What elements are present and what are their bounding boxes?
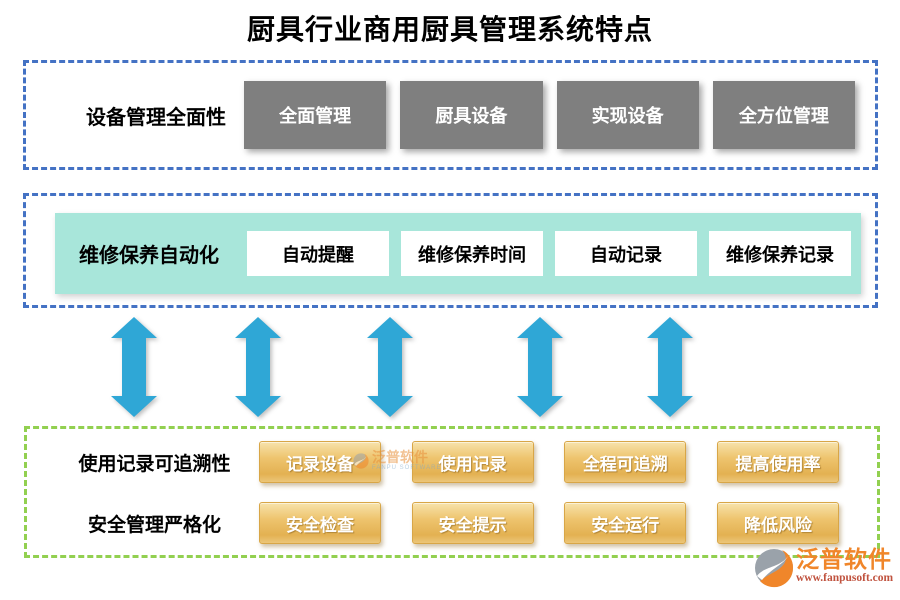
fanpu-brand-footer: 泛普软件 www.fanpusoft.com xyxy=(754,548,893,593)
section-label-equipment: 设备管理全面性 xyxy=(86,106,226,129)
usage-item-2: 使用记录 xyxy=(411,441,534,483)
brand-name-text: 泛普软件 xyxy=(796,546,892,572)
equipment-item-3: 实现设备 xyxy=(556,81,699,149)
double-arrow-icon xyxy=(647,317,693,417)
fanpu-logo-icon xyxy=(754,548,794,593)
maintenance-item-1: 自动提醒 xyxy=(247,231,389,276)
safety-item-2: 安全提示 xyxy=(411,502,534,544)
section-usage-safety: 使用记录可追溯性 记录设备 使用记录 全程可追溯 提高使用率 安全管理严格化 安… xyxy=(24,426,880,558)
double-arrow-icon xyxy=(367,317,413,417)
section-equipment-management: 设备管理全面性 全面管理 厨具设备 实现设备 全方位管理 xyxy=(23,60,878,170)
watermark-fanpu: 泛普软件 FANPU SOFTWARE xyxy=(353,450,441,471)
page-title: 厨具行业商用厨具管理系统特点 xyxy=(246,14,653,45)
maintenance-items-row: 自动提醒 维修保养时间 自动记录 维修保养记录 xyxy=(247,231,851,276)
brand-url-text: www.fanpusoft.com xyxy=(796,572,894,584)
maintenance-item-2: 维修保养时间 xyxy=(401,231,543,276)
safety-row: 安全管理严格化 安全检查 安全提示 安全运行 降低风险 xyxy=(27,502,877,544)
section-maintenance-automation: 维修保养自动化 自动提醒 维修保养时间 自动记录 维修保养记录 xyxy=(23,193,878,308)
equipment-items-row: 全面管理 厨具设备 实现设备 全方位管理 xyxy=(244,81,855,149)
safety-items-row: 安全检查 安全提示 安全运行 降低风险 xyxy=(259,502,839,544)
section-label-safety: 安全管理严格化 xyxy=(87,514,221,536)
double-arrow-icon xyxy=(111,317,157,417)
maintenance-item-3: 自动记录 xyxy=(555,231,697,276)
safety-item-3: 安全运行 xyxy=(564,502,687,544)
usage-item-3: 全程可追溯 xyxy=(564,441,687,483)
double-arrow-icon xyxy=(517,317,563,417)
fanpu-logo-icon xyxy=(353,452,369,469)
usage-item-4: 提高使用率 xyxy=(716,441,839,483)
usage-items-row: 记录设备 使用记录 全程可追溯 提高使用率 xyxy=(259,441,839,483)
equipment-item-2: 厨具设备 xyxy=(400,81,543,149)
maintenance-item-4: 维修保养记录 xyxy=(709,231,851,276)
usage-row: 使用记录可追溯性 记录设备 使用记录 全程可追溯 提高使用率 xyxy=(27,441,877,483)
watermark-sub-text: FANPU SOFTWARE xyxy=(372,465,442,471)
safety-item-4: 降低风险 xyxy=(716,502,839,544)
safety-item-1: 安全检查 xyxy=(259,502,381,544)
section-label-usage: 使用记录可追溯性 xyxy=(78,453,231,475)
equipment-item-1: 全面管理 xyxy=(244,81,387,149)
watermark-brand-text: 泛普软件 xyxy=(372,449,428,465)
section-label-maintenance: 维修保养自动化 xyxy=(79,245,219,267)
maintenance-panel: 维修保养自动化 自动提醒 维修保养时间 自动记录 维修保养记录 xyxy=(55,213,861,294)
double-arrow-icon xyxy=(235,317,281,417)
equipment-item-4: 全方位管理 xyxy=(712,81,855,149)
